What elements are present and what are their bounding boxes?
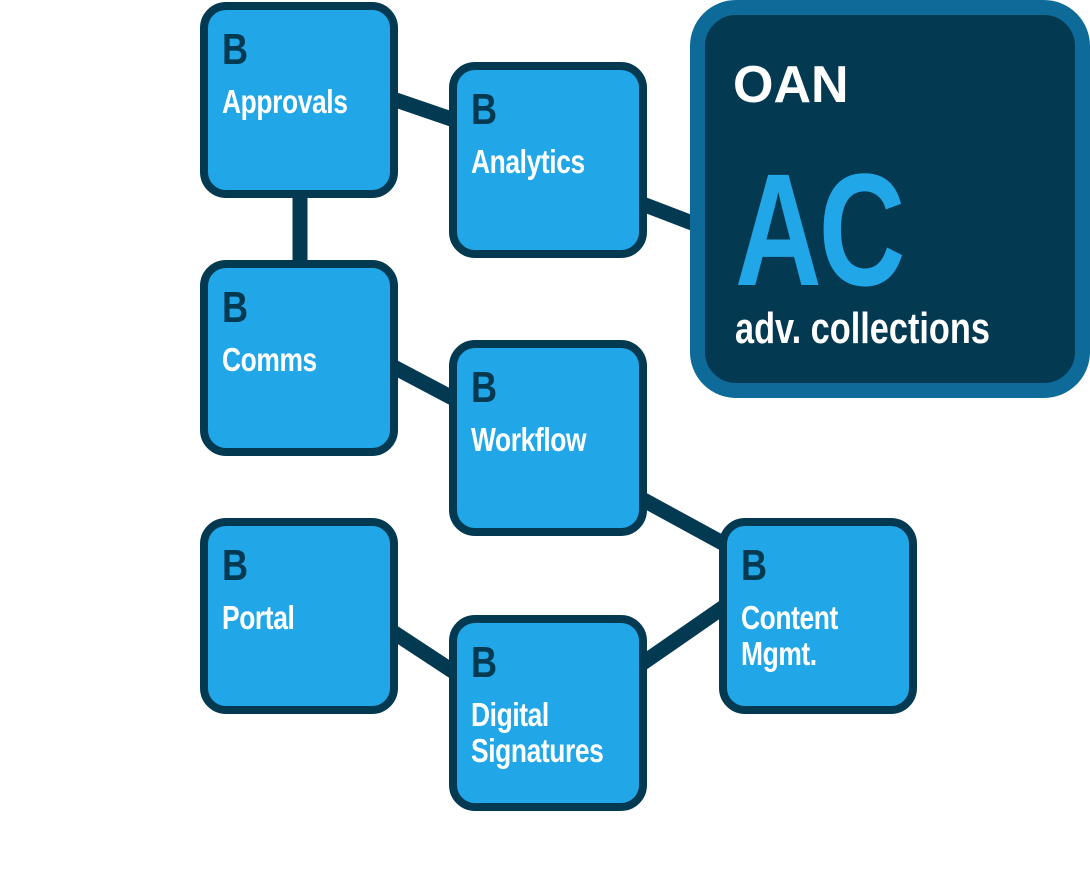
node-portal[interactable]: B Portal [200, 518, 398, 714]
edge-approvals-analytics [387, 90, 463, 130]
badge-b: B [222, 541, 249, 590]
hub-brand: OAN [733, 56, 849, 114]
badge-b: B [222, 25, 249, 74]
hub-code: AC [735, 140, 905, 319]
hub-advanced-collections[interactable]: OAN AC adv. collections [690, 0, 1090, 398]
edge-portal-digsig [385, 623, 465, 683]
node-label: Analytics [471, 143, 585, 180]
node-label: Portal [222, 599, 295, 636]
badge-b: B [222, 283, 249, 332]
node-analytics[interactable]: B Analytics [449, 62, 647, 258]
node-label: Content Mgmt. [741, 599, 838, 672]
edge-comms-workflow [386, 358, 464, 409]
node-approvals[interactable]: B Approvals [200, 2, 398, 198]
node-label: Comms [222, 341, 317, 378]
node-content-mgmt[interactable]: B Content Mgmt. [719, 518, 917, 714]
node-label: Digital Signatures [471, 696, 604, 769]
node-label: Workflow [471, 421, 587, 458]
node-workflow[interactable]: B Workflow [449, 340, 647, 536]
node-digital-signatures[interactable]: B Digital Signatures [449, 615, 647, 811]
edge-workflow-content [636, 491, 732, 553]
hub-subtitle: adv. collections [735, 304, 990, 353]
badge-b: B [471, 638, 498, 687]
badge-b: B [741, 541, 768, 590]
edge-digsig-content [635, 597, 733, 672]
badge-b: B [471, 363, 498, 412]
badge-b: B [471, 85, 498, 134]
node-label: Approvals [222, 83, 348, 120]
node-comms[interactable]: B Comms [200, 260, 398, 456]
